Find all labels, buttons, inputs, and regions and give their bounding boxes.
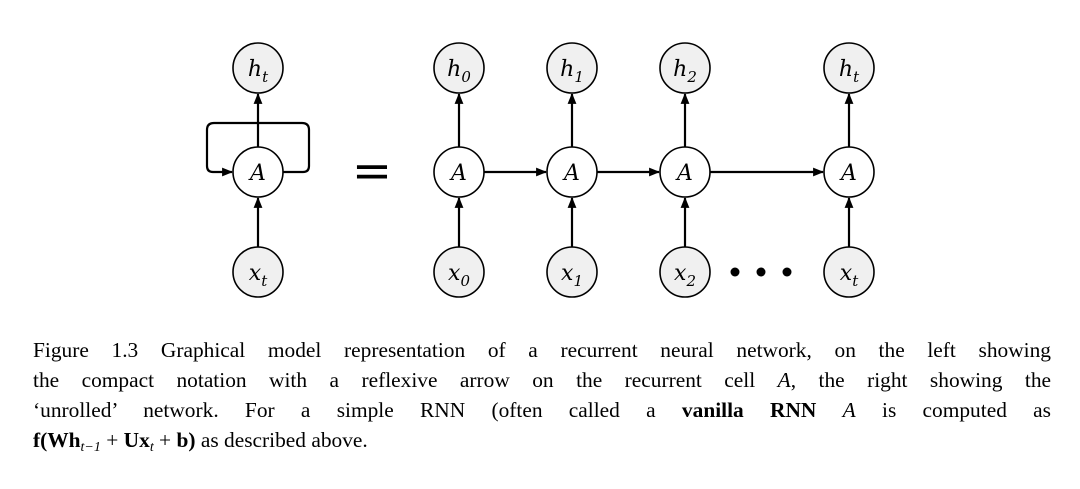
- compact-cell-node: A: [232, 146, 284, 198]
- unrolled-output-node-1: h1: [546, 42, 598, 94]
- unrolled-output-node-3: ht: [823, 42, 875, 94]
- caption-cell-symbol: A: [777, 368, 791, 392]
- unrolled-output-node-0: h0: [433, 42, 485, 94]
- unrolled-output-node-2-label-base: h: [673, 57, 687, 82]
- edges-layer: [205, 92, 854, 247]
- unrolled-input-node-3-circle: [823, 246, 875, 298]
- unrolled-output-node-3-label-subscript: t: [853, 68, 860, 86]
- unrolled-cell-node-0: A: [433, 146, 485, 198]
- compact-input-node-label-subscript: t: [261, 272, 268, 290]
- formula-b: b: [176, 428, 189, 452]
- unrolled-input-node-2-label-base: x: [674, 261, 687, 286]
- unrolled-output-node-2-label-subscript: 2: [686, 68, 697, 86]
- unrolled-input-node-1-label: x1: [561, 261, 583, 290]
- unrolled-input-node-0-label-subscript: 0: [460, 272, 470, 290]
- ellipsis-dot: [756, 267, 766, 277]
- unrolled-input-node-0-label: x0: [448, 261, 470, 290]
- unrolled-output-node-3-label: ht: [839, 57, 860, 86]
- ellipsis: [730, 267, 792, 277]
- formula-h: h: [68, 428, 81, 452]
- unrolled-input-node-1: x1: [546, 246, 598, 298]
- caption-line-2: the compact notation with a reflexive ar…: [33, 365, 1051, 395]
- unrolled-output-node-0-label-base: h: [447, 57, 461, 82]
- formula-f: f(: [33, 428, 48, 452]
- unrolled-output-node-0-circle: [433, 42, 485, 94]
- compact-output-node-label-base: h: [248, 57, 262, 82]
- compact-cell-node-label: A: [248, 161, 266, 186]
- unrolled-cell-node-2: A: [659, 146, 711, 198]
- compact-input-node-label: xt: [249, 261, 268, 290]
- ellipsis-dot: [730, 267, 740, 277]
- unrolled-output-node-1-label-base: h: [560, 57, 574, 82]
- formula-U: U: [123, 428, 140, 452]
- unrolled-output-node-0-label: h0: [447, 57, 471, 86]
- unrolled-input-node-1-label-base: x: [561, 261, 574, 286]
- unrolled-input-node-2-label-subscript: 2: [685, 272, 696, 290]
- unrolled-input-node-2-label: x2: [674, 261, 696, 290]
- unrolled-input-node-0-circle: [433, 246, 485, 298]
- caption-line-1: Figure 1.3 Graphical model representatio…: [33, 338, 1051, 362]
- unrolled-cell-node-3-label: A: [839, 161, 857, 186]
- compact-output-node-label-subscript: t: [262, 68, 269, 86]
- ellipsis-dot: [782, 267, 792, 277]
- formula-W: W: [47, 428, 69, 452]
- unrolled-input-node-2: x2: [659, 246, 711, 298]
- compact-input-node: xt: [232, 246, 284, 298]
- unrolled-input-node-0-label-base: x: [448, 261, 461, 286]
- unrolled-output-node-1-circle: [546, 42, 598, 94]
- unrolled-input-node-3-label-subscript: t: [852, 272, 859, 290]
- unrolled-cell-node-2-circle: [659, 146, 711, 198]
- unrolled-cell-node-0-circle: [433, 146, 485, 198]
- unrolled-cell-node-3: A: [823, 146, 875, 198]
- unrolled-input-node-3: xt: [823, 246, 875, 298]
- caption-text: ‘unrolled’ network. For a simple RNN (of…: [33, 398, 682, 422]
- compact-input-node-label-base: x: [249, 261, 262, 286]
- caption-term-vanilla-rnn: vanilla RNN: [681, 398, 817, 422]
- formula-h-subscript: t−1: [80, 440, 101, 455]
- unrolled-input-node-1-circle: [546, 246, 598, 298]
- unrolled-input-node-3-label: xt: [840, 261, 859, 290]
- compact-output-node: ht: [232, 42, 284, 94]
- equals-sign: =: [352, 143, 392, 199]
- unrolled-output-node-1-label: h1: [560, 57, 584, 86]
- unrolled-cell-node-3-circle: [823, 146, 875, 198]
- compact-output-node-label: ht: [248, 57, 269, 86]
- unrolled-input-node-3-label-base: x: [840, 261, 853, 286]
- unrolled-cell-node-1-circle: [546, 146, 598, 198]
- unrolled-output-node-2: h2: [659, 42, 711, 94]
- unrolled-output-node-3-label-base: h: [839, 57, 853, 82]
- formula-x: x: [139, 428, 150, 452]
- caption-text: , the right showing the: [790, 368, 1052, 392]
- unrolled-cell-node-2-label: A: [675, 161, 693, 186]
- caption-line-3: ‘unrolled’ network. For a simple RNN (of…: [33, 395, 1051, 425]
- unrolled-input-node-1-label-subscript: 1: [573, 272, 583, 290]
- figure-caption: Figure 1.3 Graphical model representatio…: [33, 335, 1051, 455]
- compact-cell-node-circle: [232, 146, 284, 198]
- unrolled-output-node-1-label-subscript: 1: [574, 68, 584, 86]
- formula-plus: +: [153, 428, 177, 452]
- unrolled-output-node-0-label-subscript: 0: [461, 68, 471, 86]
- unrolled-output-node-3-circle: [823, 42, 875, 94]
- unrolled-input-node-0: x0: [433, 246, 485, 298]
- unrolled-cell-node-0-label: A: [449, 161, 467, 186]
- caption-text: the compact notation with a reflexive ar…: [33, 368, 778, 392]
- caption-line-4: f(Wht−1 + Uxt + b) as described above.: [33, 425, 1051, 455]
- formula-close-paren: ): [188, 428, 196, 452]
- formula-x-subscript: t: [149, 440, 154, 455]
- compact-output-node-circle: [232, 42, 284, 94]
- caption-cell-symbol: A: [842, 398, 856, 422]
- unrolled-cell-node-1: A: [546, 146, 598, 198]
- reflexive-loop-arrow: [205, 121, 311, 177]
- caption-text: as described above.: [195, 428, 368, 452]
- unrolled-cell-node-1-label: A: [562, 161, 580, 186]
- unrolled-output-node-2-label: h2: [673, 57, 697, 86]
- caption-text: is computed as: [855, 398, 1051, 422]
- formula-plus: +: [100, 428, 124, 452]
- unrolled-output-node-2-circle: [659, 42, 711, 94]
- unrolled-input-node-2-circle: [659, 246, 711, 298]
- compact-input-node-circle: [232, 246, 284, 298]
